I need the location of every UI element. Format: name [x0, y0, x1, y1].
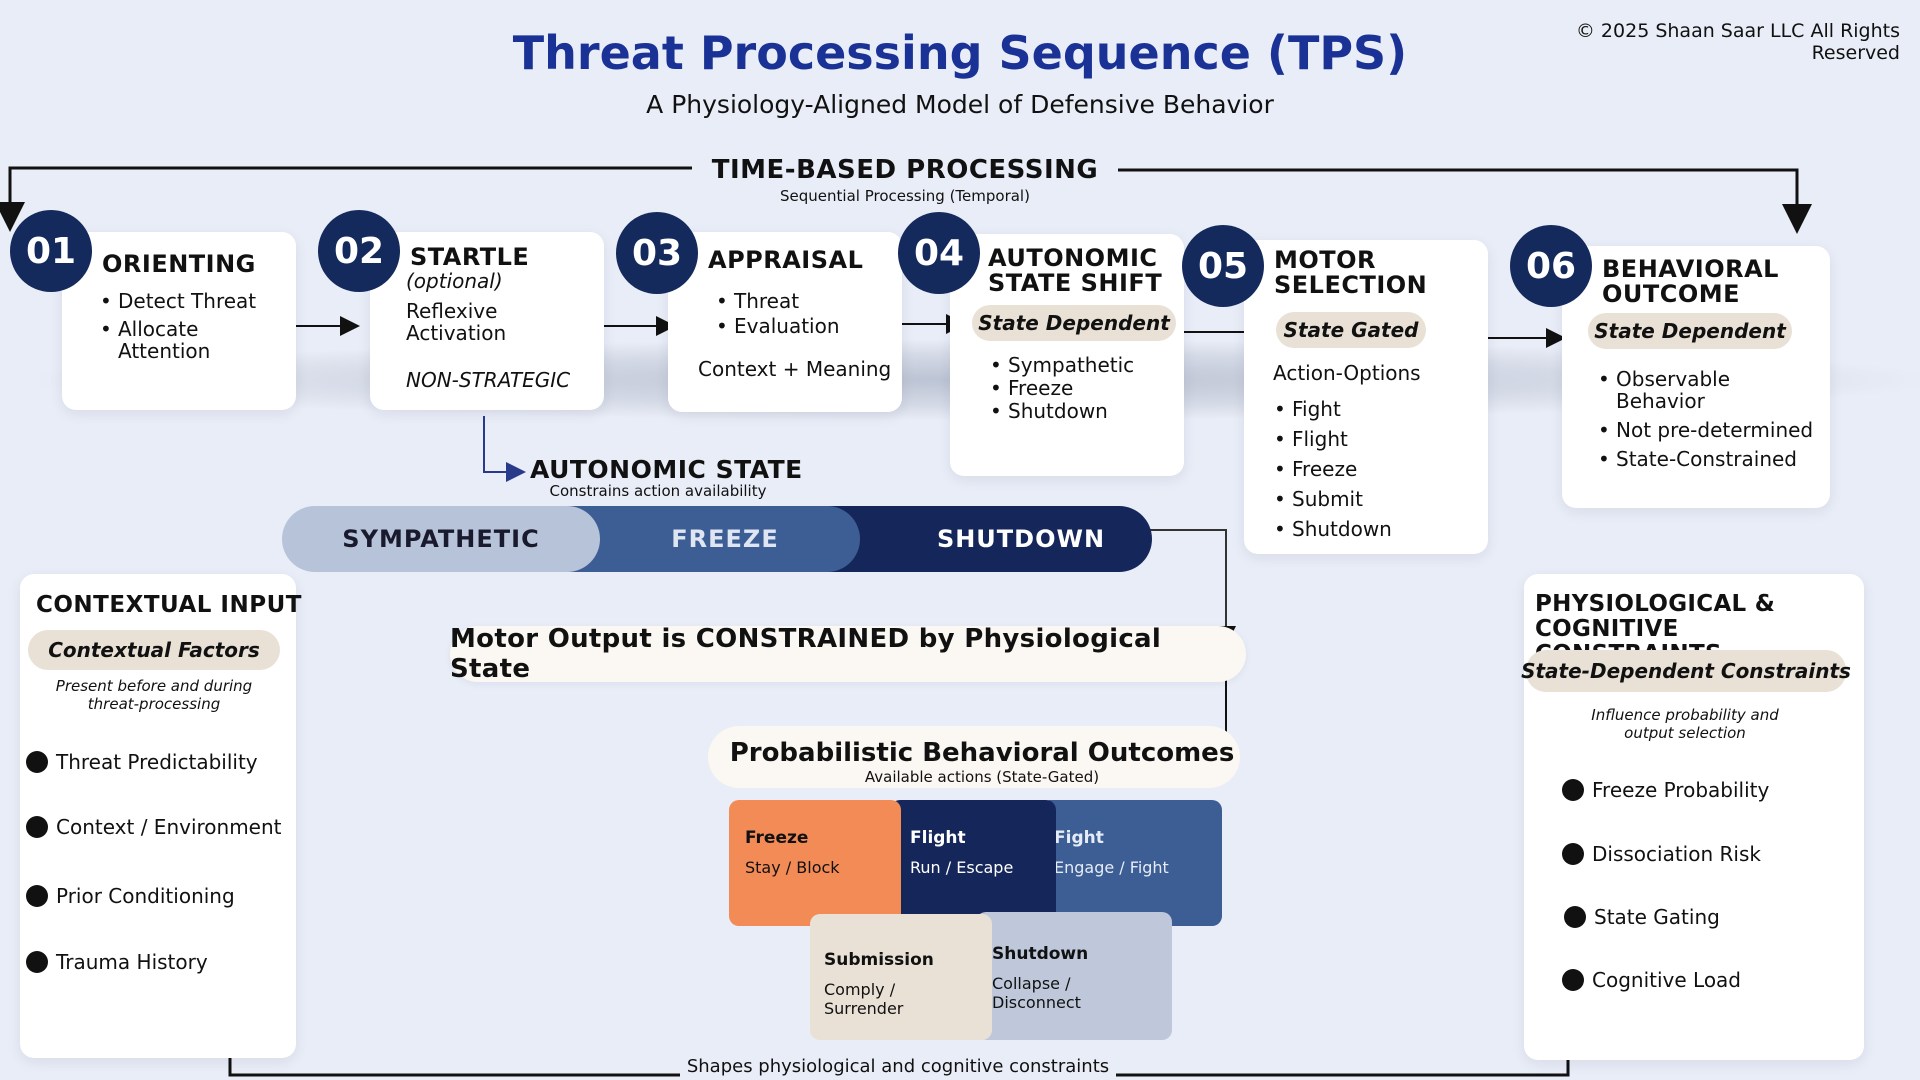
- stage-body: Reflexive Activation: [406, 299, 507, 345]
- contextual-note: Present before and during threat-process…: [55, 677, 253, 713]
- timeline-label: TIME-BASED PROCESSING: [711, 155, 1099, 185]
- state-bar-freeze: FREEZE: [560, 506, 860, 572]
- stage-title: APPRAISAL: [708, 246, 864, 274]
- stage-items: Sympathetic Freeze Shutdown: [990, 354, 1170, 424]
- outcomes-subtitle: Available actions (State-Gated): [864, 768, 1100, 786]
- stage-title: ORIENTING: [102, 250, 256, 278]
- contextual-item: Prior Conditioning: [26, 884, 235, 908]
- stage-item: Not pre-determined: [1598, 419, 1828, 441]
- stage-item: Shutdown: [1274, 514, 1454, 544]
- contextual-input-title: CONTEXTUAL INPUT: [36, 592, 302, 618]
- outcome-box-freeze: Freeze Stay / Block: [729, 800, 901, 926]
- stage-items: Threat Evaluation: [716, 290, 876, 337]
- outcome-title: Fight: [1054, 828, 1104, 848]
- stage-item: Threat: [716, 290, 876, 312]
- stage-number-badge: 03: [616, 212, 698, 294]
- stage-note: (optional): [406, 269, 503, 293]
- page-title: Threat Processing Sequence (TPS): [512, 26, 1408, 80]
- contextual-item: Context / Environment: [26, 815, 282, 839]
- outcome-subtitle: Run / Escape: [910, 858, 1014, 877]
- stage-item: Fight: [1274, 394, 1454, 424]
- page-subtitle: A Physiology-Aligned Model of Defensive …: [646, 90, 1274, 119]
- bullet-dot: [1564, 906, 1586, 928]
- stage-item: Allocate Attention: [100, 318, 228, 362]
- copyright-text: © 2025 Shaan Saar LLC All Rights Reserve…: [1575, 20, 1900, 64]
- outcome-box-shutdown: Shutdown Collapse / Disconnect: [976, 912, 1172, 1040]
- stage-number-badge: 06: [1510, 225, 1592, 307]
- contextual-item: Trauma History: [26, 950, 208, 974]
- stage-card-startle: [370, 232, 604, 410]
- outcome-subtitle: Comply / Surrender: [824, 980, 904, 1018]
- contextual-factors-tag: Contextual Factors: [28, 630, 280, 670]
- outcome-subtitle: Collapse / Disconnect: [992, 974, 1081, 1012]
- stage-item: Shutdown: [990, 400, 1170, 424]
- bullet-dot: [1562, 843, 1584, 865]
- outcome-box-flight: Flight Run / Escape: [890, 800, 1056, 926]
- feedback-label: Shapes physiological and cognitive const…: [686, 1056, 1110, 1077]
- state-bar-shutdown: SHUTDOWN: [820, 506, 1152, 572]
- outcome-title: Submission: [824, 950, 934, 970]
- autonomic-state-title: AUTONOMIC STATE: [530, 455, 803, 484]
- contextual-item: Threat Predictability: [26, 750, 258, 774]
- stage-item: Detect Threat: [100, 290, 290, 312]
- stage-items: Observable Behavior Not pre-determined S…: [1598, 368, 1828, 470]
- state-dependent-tag: State Dependent: [1588, 313, 1792, 349]
- outcome-box-fight: Fight Engage / Fight: [1040, 800, 1222, 926]
- outcome-box-submission: Submission Comply / Surrender: [810, 914, 992, 1040]
- stage-footer: NON-STRATEGIC: [406, 368, 571, 392]
- stage-title: STARTLE: [410, 243, 530, 271]
- stage-item: State-Constrained: [1598, 448, 1828, 470]
- constraint-item: Freeze Probability: [1562, 778, 1769, 802]
- stage-item: Observable Behavior: [1598, 368, 1736, 412]
- bullet-dot: [1562, 779, 1584, 801]
- outcome-subtitle: Engage / Fight: [1054, 858, 1169, 877]
- state-gated-tag: State Gated: [1276, 312, 1426, 348]
- stage-lead: Action-Options: [1273, 361, 1421, 385]
- bullet-dot: [26, 816, 48, 838]
- outcomes-header: [708, 726, 1240, 788]
- state-dependent-constraints-tag: State-Dependent Constraints: [1521, 650, 1851, 692]
- bullet-dot: [26, 951, 48, 973]
- constraint-item: Cognitive Load: [1562, 968, 1741, 992]
- stage-item: Freeze: [990, 377, 1170, 401]
- stage-footer: Context + Meaning: [698, 357, 892, 381]
- bullet-dot: [26, 751, 48, 773]
- stage-number-badge: 02: [318, 210, 400, 292]
- motor-output-banner: Motor Output is CONSTRAINED by Physiolog…: [450, 624, 1246, 684]
- stage-item: Freeze: [1274, 454, 1454, 484]
- constraint-item: Dissociation Risk: [1562, 842, 1761, 866]
- outcome-title: Shutdown: [992, 944, 1089, 964]
- bullet-dot: [1562, 969, 1584, 991]
- state-bar-sympathetic: SYMPATHETIC: [282, 506, 600, 572]
- timeline-sublabel: Sequential Processing (Temporal): [780, 187, 1030, 205]
- outcome-title: Freeze: [745, 828, 809, 848]
- stage-title: AUTONOMIC STATE SHIFT: [988, 244, 1163, 297]
- state-dependent-tag: State Dependent: [972, 305, 1176, 341]
- stage-number-badge: 01: [10, 210, 92, 292]
- stage-number-badge: 04: [898, 212, 980, 294]
- stage-title: BEHAVIORAL OUTCOME: [1602, 255, 1779, 308]
- stage-items: Fight Flight Freeze Submit Shutdown: [1274, 394, 1454, 544]
- stage-item: Submit: [1274, 484, 1454, 514]
- outcome-subtitle: Stay / Block: [745, 858, 840, 877]
- stage-item: Evaluation: [716, 315, 876, 337]
- outcomes-title: Probabilistic Behavioral Outcomes: [729, 738, 1235, 768]
- stage-number-badge: 05: [1182, 225, 1264, 307]
- constraint-item: State Gating: [1564, 905, 1720, 929]
- autonomic-state-subtitle: Constrains action availability: [549, 482, 767, 500]
- stage-item: Flight: [1274, 424, 1454, 454]
- stage-item: Sympathetic: [990, 354, 1170, 378]
- outcome-title: Flight: [910, 828, 966, 848]
- bullet-dot: [26, 885, 48, 907]
- stage-title: MOTOR SELECTION: [1274, 246, 1428, 299]
- physiological-note: Influence probability and output selecti…: [1591, 706, 1779, 742]
- stage-items: Detect Threat Allocate Attention: [100, 290, 290, 362]
